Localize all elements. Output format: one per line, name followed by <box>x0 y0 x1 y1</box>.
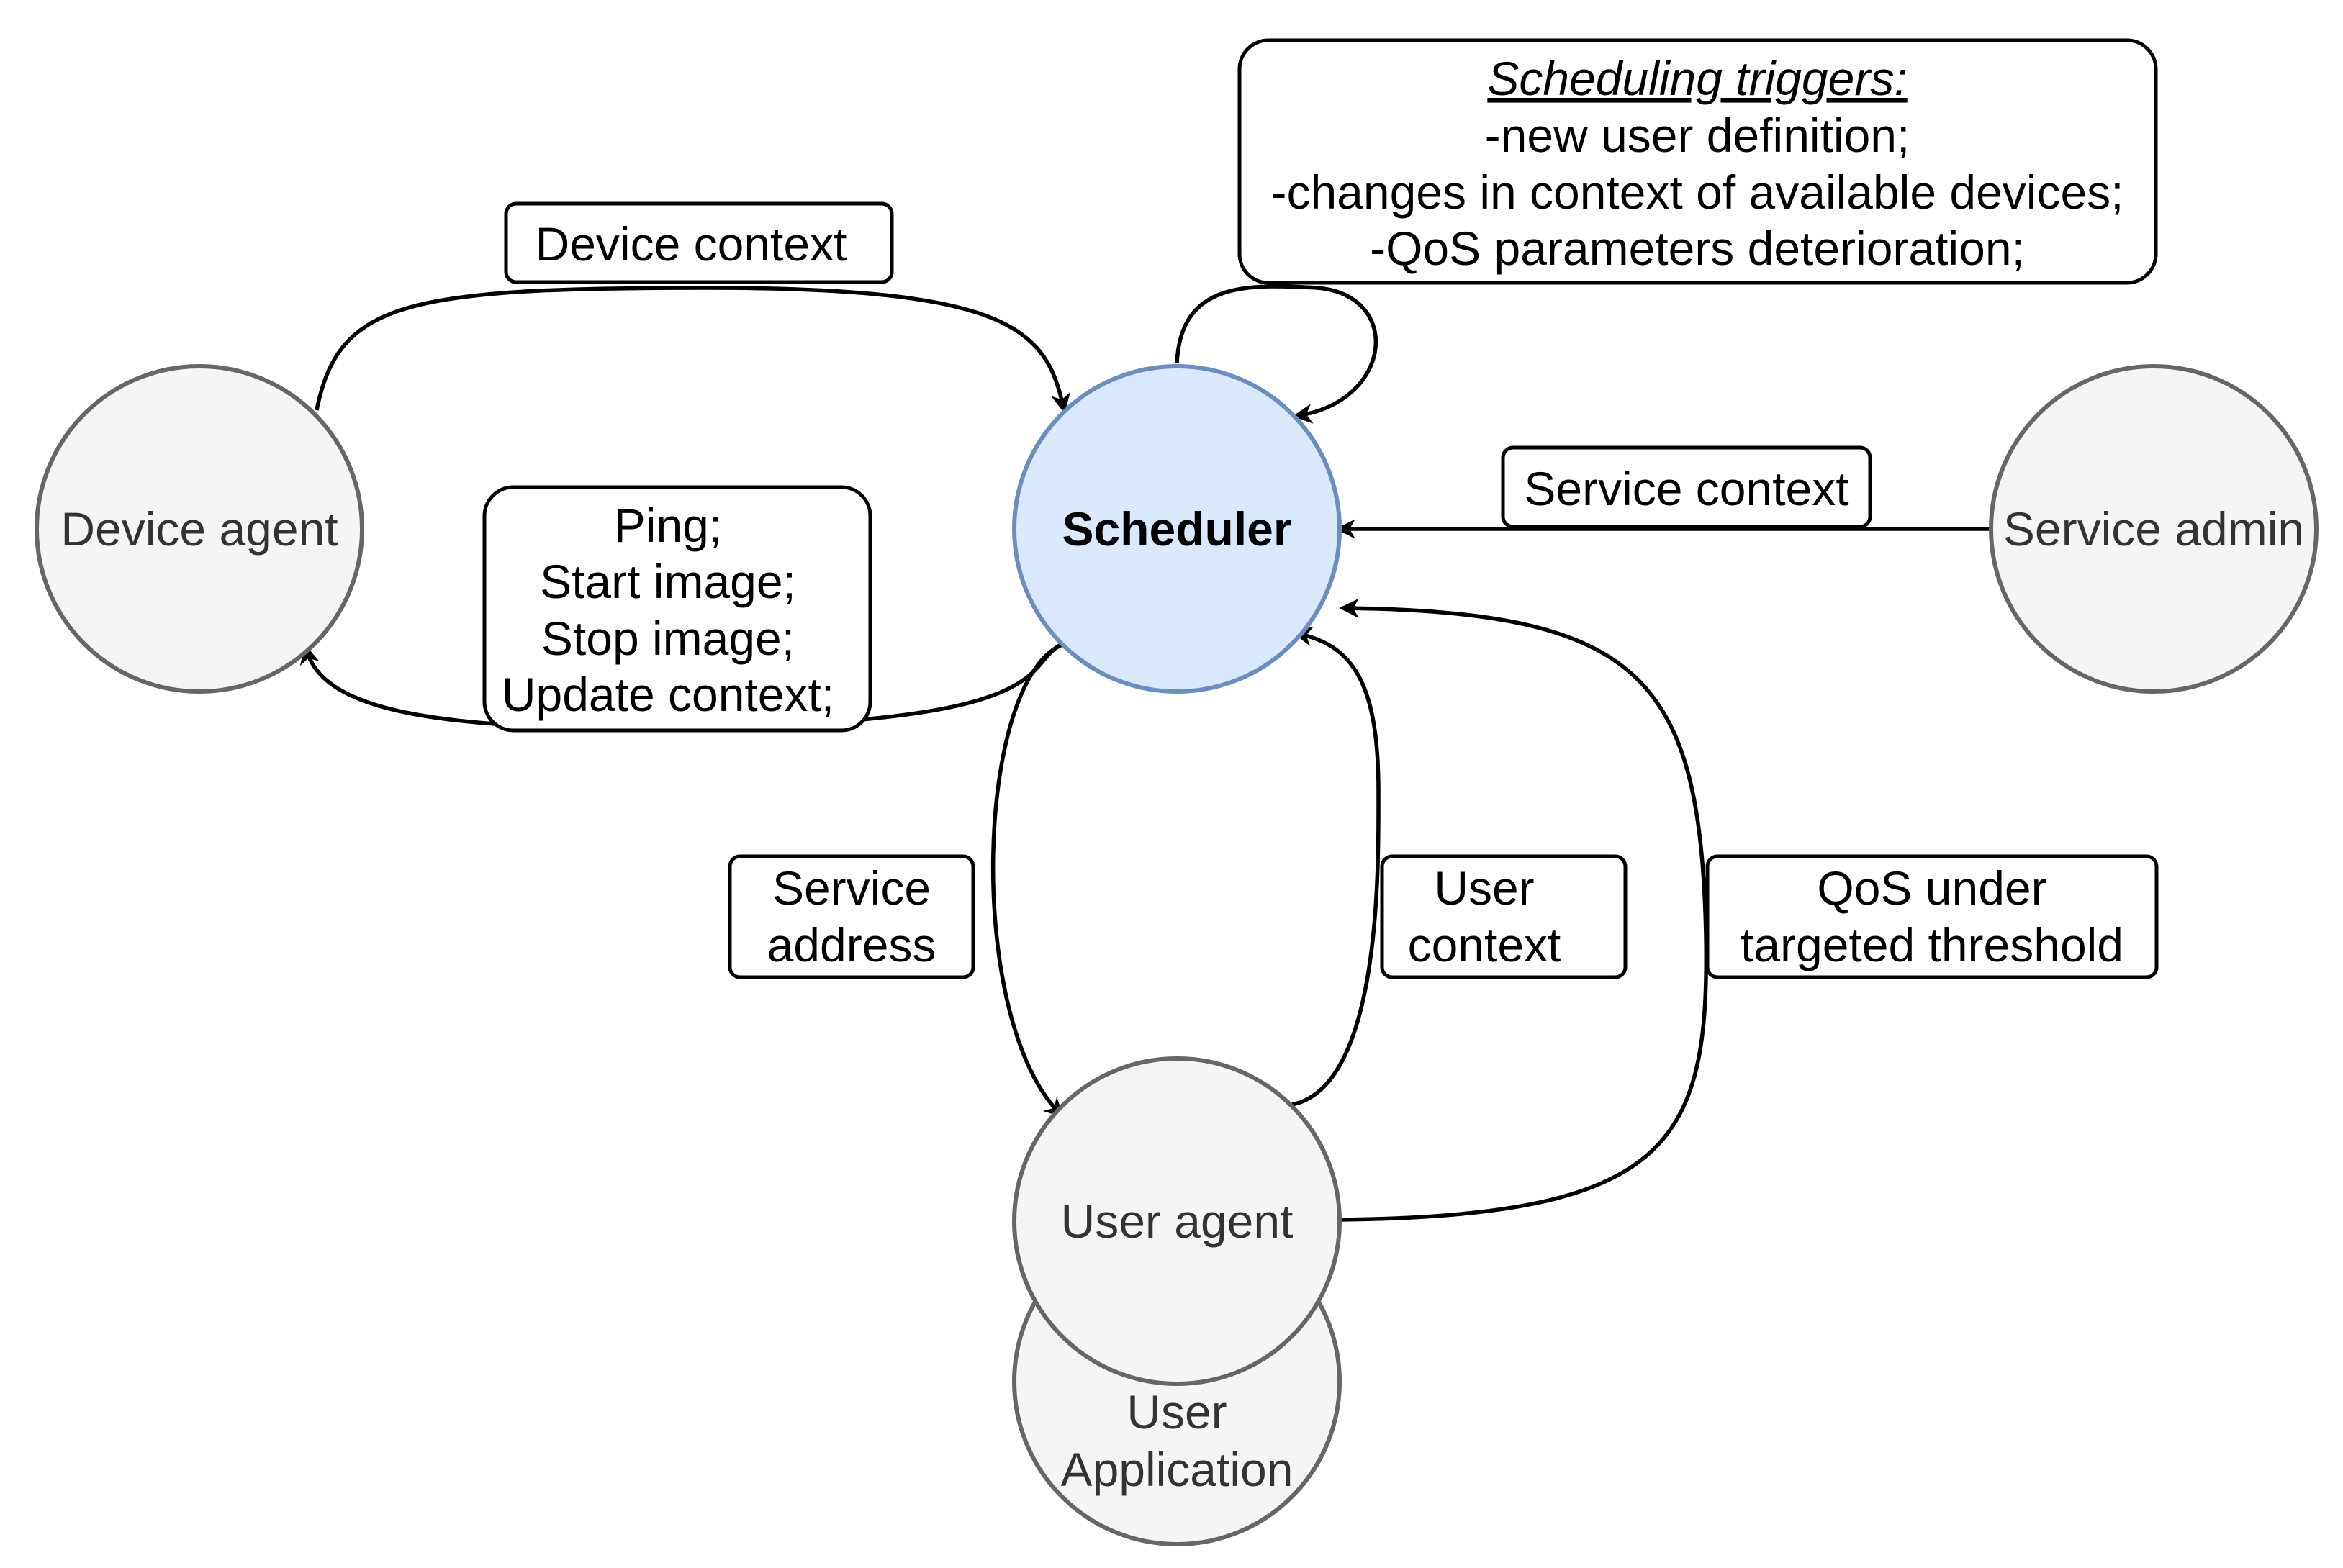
commands-label: Ping; Start image; Stop image; Update co… <box>482 485 872 733</box>
edge-trigger-loop <box>1175 284 1378 424</box>
trigger-item-2: -changes in context of available devices… <box>1270 166 2123 219</box>
service-address-line2: address <box>767 918 936 971</box>
user-agent-label: User agent <box>1061 1195 1294 1248</box>
device-agent-label: Device agent <box>60 502 338 556</box>
device-agent-node[interactable]: Device agent <box>35 364 364 694</box>
user-application-label-line1: User <box>1127 1385 1227 1438</box>
service-context-text: Service context <box>1524 462 1848 515</box>
trigger-item-3: -QoS parameters deterioration; <box>1370 222 2025 275</box>
service-address-box <box>728 854 975 979</box>
device-agent-circle <box>35 364 364 694</box>
scheduler-node[interactable]: Scheduler <box>1012 364 1342 694</box>
qos-label: QoS under targeted threshold <box>1705 854 2159 979</box>
service-admin-circle <box>1989 364 2319 694</box>
device-context-box <box>504 201 894 284</box>
commands-box <box>482 485 872 733</box>
scheduler-circle <box>1012 364 1342 694</box>
service-address-line1: Service <box>772 861 931 915</box>
edge-user-context <box>1291 626 1381 1107</box>
user-context-line2: context <box>1408 918 1561 971</box>
user-context-line1: User <box>1434 861 1534 915</box>
service-context-box <box>1501 445 1872 529</box>
trigger-item-1: -new user definition; <box>1485 109 1910 162</box>
command-stop-image: Stop image; <box>541 612 795 665</box>
service-address-label: Service address <box>728 854 975 979</box>
service-context-label: Service context <box>1501 445 1872 529</box>
command-start-image: Start image; <box>540 555 796 608</box>
scheduling-triggers-box <box>1237 38 2158 285</box>
service-admin-node[interactable]: Service admin <box>1989 364 2319 694</box>
edge-service-address <box>990 642 1065 1118</box>
scheduling-triggers-label: Scheduling triggers: -new user definitio… <box>1237 38 2158 285</box>
qos-box <box>1705 854 2159 979</box>
user-application-label-line2: Application <box>1061 1443 1294 1496</box>
user-context-label: User context <box>1380 854 1628 979</box>
qos-line2: targeted threshold <box>1741 918 2123 971</box>
user-context-box <box>1380 854 1628 979</box>
user-agent-circle <box>1012 1056 1342 1386</box>
command-update-context: Update context; <box>502 668 834 721</box>
scheduling-triggers-title: Scheduling triggers: <box>1487 52 1907 105</box>
user-agent-node[interactable]: User agent <box>1012 1056 1342 1386</box>
service-admin-label: Service admin <box>2003 502 2304 556</box>
device-context-text: Device context <box>536 217 847 271</box>
scheduler-label: Scheduler <box>1062 502 1291 556</box>
device-context-label: Device context <box>504 201 894 284</box>
qos-line1: QoS under <box>1817 861 2046 915</box>
command-ping: Ping; <box>614 499 722 552</box>
edge-device-context <box>315 286 1070 414</box>
